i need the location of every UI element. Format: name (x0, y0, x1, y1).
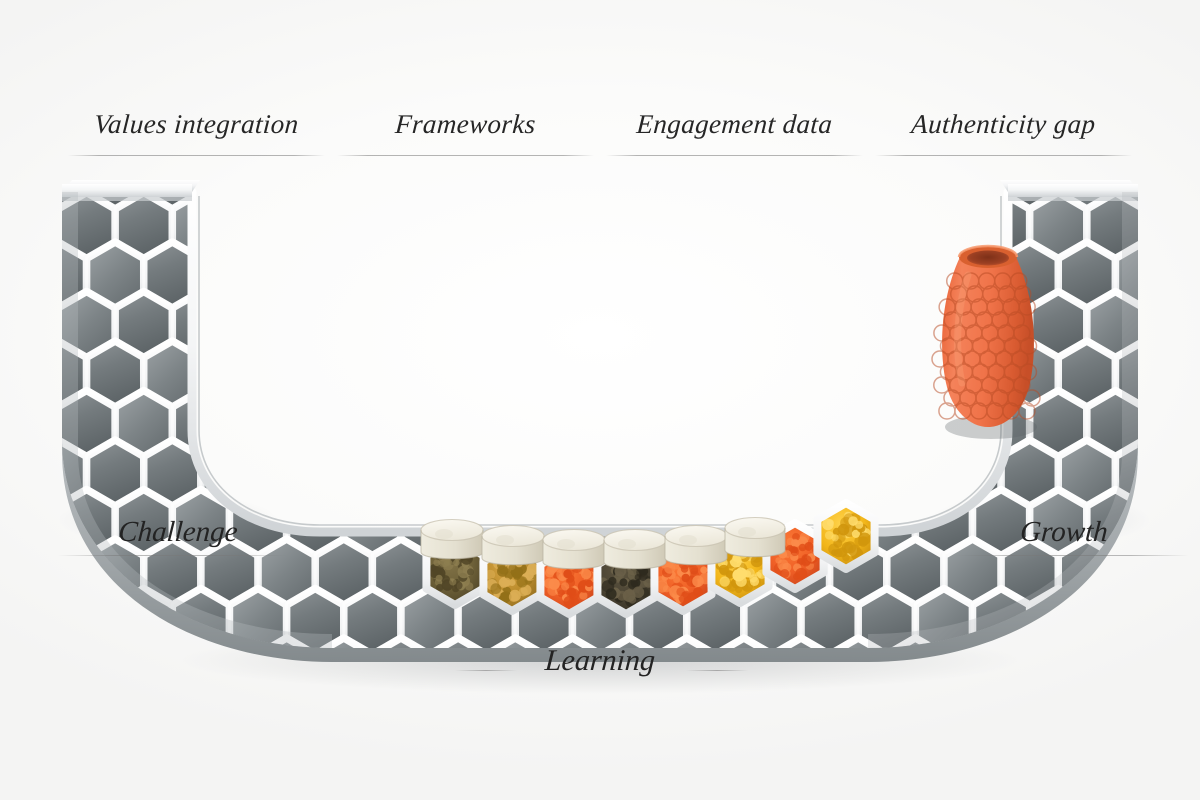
wax-cap (724, 516, 786, 558)
axis-label-text: Growth (1019, 516, 1109, 548)
axis-label-rule (58, 555, 288, 556)
header-label-rule (606, 155, 863, 156)
leg-top-cap-left (62, 180, 200, 201)
axis-label-learning: Learning (0, 640, 1200, 682)
header-label-rule (337, 155, 594, 156)
wax-caps (420, 516, 786, 570)
wax-cap (664, 524, 728, 566)
header-label-authenticity-gap: Authenticity gap (869, 104, 1138, 162)
header-label-row: Values integration Frameworks Engagement… (62, 104, 1138, 162)
header-label-engagement-data: Engagement data (600, 104, 869, 162)
axis-label-rule (954, 555, 1189, 556)
header-label-text: Frameworks (394, 109, 537, 139)
axis-label-text: Learning (543, 644, 657, 677)
inner-rail (187, 187, 1013, 537)
header-label-values-integration: Values integration (62, 104, 331, 162)
wax-cap (542, 528, 606, 570)
wax-cap (603, 528, 667, 570)
axis-label-text: Challenge (117, 516, 239, 548)
header-label-rule (68, 155, 325, 156)
orange-vessel (931, 244, 1041, 439)
inner-rail-shade (198, 196, 1002, 526)
header-label-text: Authenticity gap (910, 109, 1097, 139)
header-label-rule (875, 155, 1132, 156)
axis-label-growth: Growth (944, 512, 1189, 556)
axis-label-dash-left (455, 670, 517, 671)
wax-cap (420, 518, 484, 560)
header-label-text: Engagement data (635, 109, 834, 139)
axis-label-dash-right (686, 670, 748, 671)
header-label-text: Values integration (93, 109, 300, 139)
leg-top-cap-right (1000, 180, 1138, 201)
header-label-frameworks: Frameworks (331, 104, 600, 162)
axis-label-challenge: Challenge (58, 512, 298, 556)
wax-cap (481, 524, 545, 566)
